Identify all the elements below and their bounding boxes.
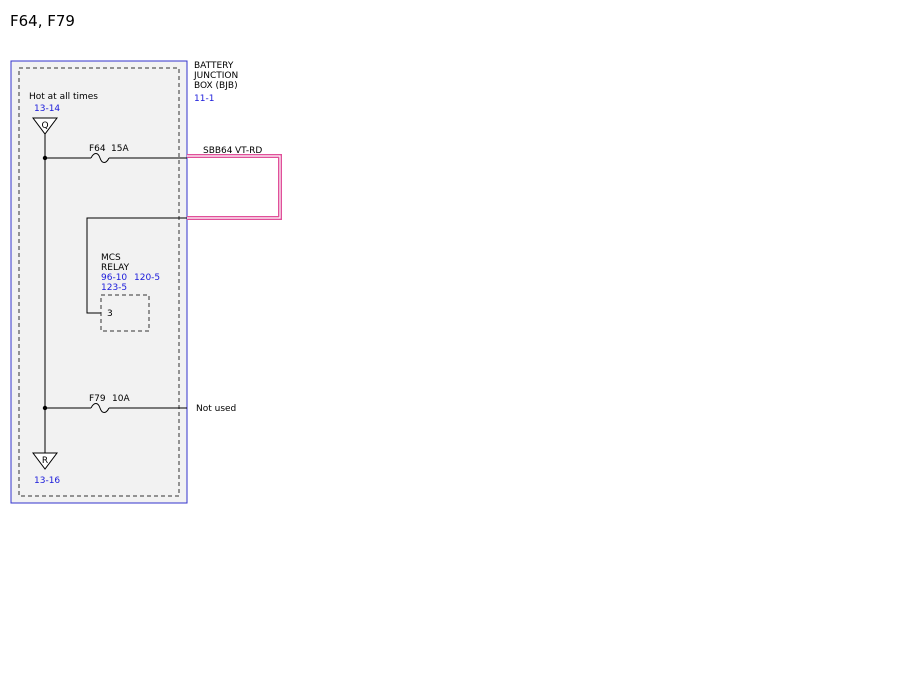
fuse-f79-rating: 10A <box>112 394 130 404</box>
highlighted-wire-loop[interactable] <box>187 154 282 220</box>
fuse-f64-symbol <box>90 153 110 163</box>
fuse-f79-symbol <box>90 403 110 413</box>
wire-f64-color: VT-RD <box>235 146 262 156</box>
fuse-f64-name: F64 <box>89 144 106 154</box>
wire-f64-circuit: SBB64 <box>203 146 233 156</box>
mcs-relay-ref-3[interactable]: 123-5 <box>101 283 127 293</box>
connector-q-symbol <box>32 117 58 135</box>
mcs-relay-name-line2: RELAY <box>101 263 130 273</box>
connector-q-letter: Q <box>41 121 48 131</box>
connector-r-letter: R <box>42 456 48 466</box>
f79-not-used-label: Not used <box>196 404 236 414</box>
mcs-relay-ref-2[interactable]: 120-5 <box>134 273 160 283</box>
component-name-line2: JUNCTION <box>193 71 238 81</box>
component-name-line1: BATTERY <box>194 61 234 71</box>
mcs-relay-box <box>100 294 150 332</box>
mcs-relay-name-line1: MCS <box>101 253 121 263</box>
fuse-f64-rating: 15A <box>111 144 129 154</box>
page-title: F64, F79 <box>10 12 75 30</box>
component-ref[interactable]: 11-1 <box>194 94 214 104</box>
hot-at-all-times-label: Hot at all times <box>29 92 98 102</box>
mcs-relay-feed-wire <box>86 217 187 314</box>
connector-r-symbol <box>32 452 58 470</box>
mcs-relay-ref-1[interactable]: 96-10 <box>101 273 127 283</box>
connector-q-ref[interactable]: 13-14 <box>34 104 60 114</box>
bjb-box <box>10 60 188 504</box>
fuse-f79-name: F79 <box>89 394 106 404</box>
connector-r-ref[interactable]: 13-16 <box>34 476 60 486</box>
bjb-inner-dashed-boundary <box>18 67 180 497</box>
component-name-line3: BOX (BJB) <box>194 81 238 91</box>
mcs-relay-pin: 3 <box>107 309 113 319</box>
